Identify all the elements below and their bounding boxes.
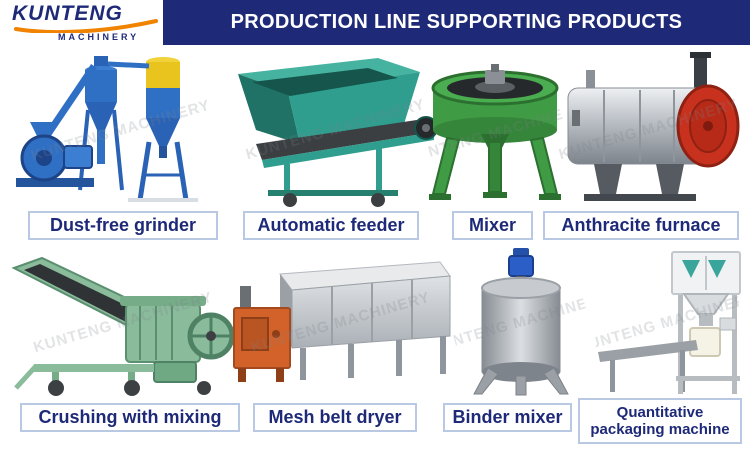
product-label-binder-mixer: Binder mixer bbox=[443, 403, 572, 432]
product-image-binder-mixer: KUNTENG MACHINERY bbox=[434, 246, 605, 398]
header-banner: PRODUCTION LINE SUPPORTING PRODUCTS bbox=[163, 0, 750, 45]
product-image-mixer: KUNTENG MACHINERY bbox=[407, 58, 583, 208]
product-image-automatic-feeder: KUNTENG MACHINERY bbox=[228, 52, 443, 207]
anthracite-furnace-illustration bbox=[567, 52, 740, 201]
product-image-crushing-with-mixing: KUNTENG MACHINERY bbox=[8, 246, 238, 398]
grinder-unit bbox=[16, 122, 94, 187]
product-image-anthracite-furnace: KUNTENG MACHINERY bbox=[556, 52, 741, 207]
crushing-with-mixing-illustration bbox=[11, 256, 235, 396]
product-label-crushing-with-mixing: Crushing with mixing bbox=[20, 403, 240, 432]
product-image-dust-free-grinder: KUNTENG MACHINERY bbox=[8, 50, 233, 210]
logo-swoosh-icon bbox=[14, 19, 158, 33]
product-label-anthracite-furnace: Anthracite furnace bbox=[543, 211, 739, 240]
brand-subtitle: MACHINERY bbox=[58, 32, 140, 42]
product-label-quantitative-packaging-machine: Quantitative packaging machine bbox=[578, 398, 742, 444]
binder-mixer-illustration bbox=[473, 248, 569, 396]
mesh-belt-dryer-illustration bbox=[233, 261, 451, 382]
brand-logo: KUNTENG MACHINERY bbox=[12, 3, 162, 45]
product-image-quantitative-packaging-machine: KUNTENG MACHINERY bbox=[575, 246, 750, 398]
cyclone-right bbox=[137, 57, 189, 201]
product-image-mesh-belt-dryer: KUNTENG MACHINERY bbox=[228, 248, 453, 396]
automatic-feeder-illustration bbox=[238, 58, 438, 207]
brand-name: KUNTENG bbox=[12, 2, 123, 25]
product-label-mixer: Mixer bbox=[452, 211, 533, 240]
product-label-automatic-feeder: Automatic feeder bbox=[243, 211, 419, 240]
cyclone-left bbox=[78, 56, 124, 191]
page-title: PRODUCTION LINE SUPPORTING PRODUCTS bbox=[230, 11, 683, 33]
dust-free-grinder-illustration bbox=[16, 56, 198, 202]
product-label-dust-free-grinder: Dust-free grinder bbox=[28, 211, 218, 240]
product-label-mesh-belt-dryer: Mesh belt dryer bbox=[253, 403, 417, 432]
mixer-illustration bbox=[429, 64, 561, 200]
quantitative-packaging-machine-illustration bbox=[598, 251, 741, 394]
